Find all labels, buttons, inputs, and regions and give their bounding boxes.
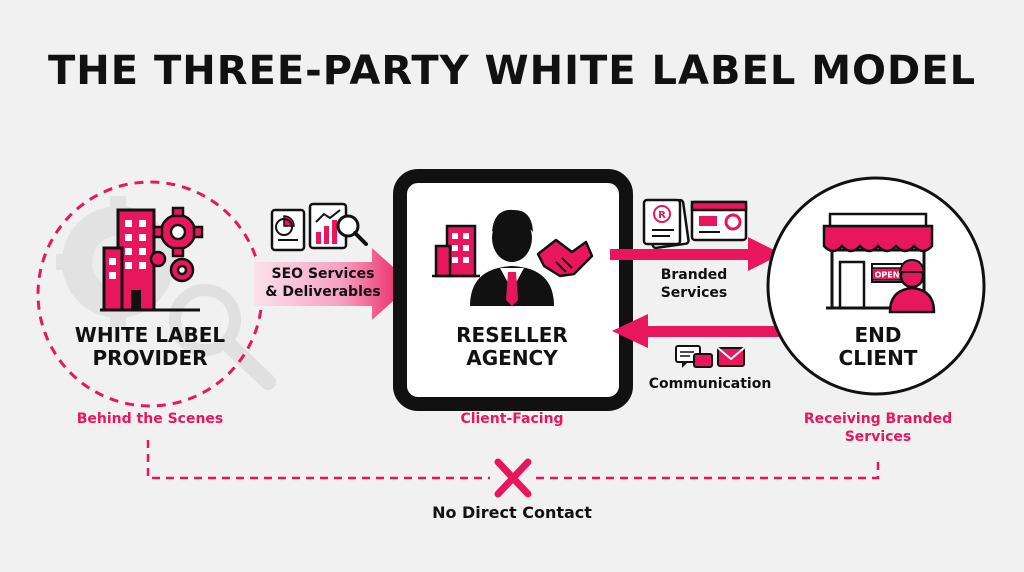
shopkeeper-icon (888, 258, 936, 314)
no-contact-connector (146, 440, 880, 480)
envelope-icon (717, 347, 745, 367)
handshake-icon (536, 238, 594, 278)
browser-window-icon (690, 200, 748, 242)
provider-label-line1: WHITE LABEL (74, 323, 226, 347)
branded-services-label-line2: Services (660, 285, 728, 301)
open-sign-text: OPEN (875, 271, 900, 280)
agency-label-line2: AGENCY (466, 346, 558, 370)
agency-label: RESELLER AGENCY (412, 324, 612, 370)
client-node: OPEN (766, 176, 986, 396)
flow-communication-arrow (612, 314, 780, 348)
open-sign-icon: OPEN (871, 267, 903, 281)
provider-node (36, 180, 276, 408)
diagram-title: THE THREE-PARTY WHITE LABEL MODEL (47, 48, 977, 94)
flow-seo-arrow (254, 248, 412, 320)
provider-building-icon (100, 208, 200, 312)
client-label: END CLIENT (778, 324, 978, 370)
branded-services-label-line1: Branded (660, 267, 728, 283)
provider-label: WHITE LABEL PROVIDER (52, 324, 248, 370)
branded-services-label: Branded Services (632, 266, 756, 302)
provider-gear-icon (149, 206, 204, 283)
client-sublabel: Receiving Branded Services (776, 410, 980, 446)
agency-building-icon (432, 224, 480, 278)
seo-services-label: SEO Services & Deliverables (258, 265, 388, 301)
agency-sublabel: Client-Facing (460, 411, 564, 427)
client-sublabel-line2: Services (844, 429, 912, 445)
flow-branded-arrow (610, 237, 782, 271)
chart-search-icon (308, 202, 368, 250)
seo-services-label-line2: & Deliverables (265, 284, 381, 300)
client-label-line2: CLIENT (838, 346, 918, 370)
client-sublabel-line1: Receiving Branded (803, 411, 953, 427)
provider-sublabel: Behind the Scenes (76, 411, 224, 427)
chat-bubbles-icon (675, 345, 713, 368)
provider-label-line2: PROVIDER (92, 346, 208, 370)
agency-label-line1: RESELLER (456, 323, 568, 347)
background-magnifier-icon (169, 284, 276, 390)
agency-node (393, 169, 633, 411)
no-direct-contact-label: No Direct Contact (432, 503, 592, 522)
report-icon (270, 208, 306, 252)
seo-services-label-line1: SEO Services (271, 266, 375, 282)
svg-text:R: R (658, 210, 666, 221)
communication-label: Communication (648, 376, 772, 392)
businessman-icon (470, 209, 554, 306)
x-icon (494, 458, 532, 498)
branded-document-icon: R (642, 198, 690, 250)
client-label-line1: END (854, 323, 902, 347)
